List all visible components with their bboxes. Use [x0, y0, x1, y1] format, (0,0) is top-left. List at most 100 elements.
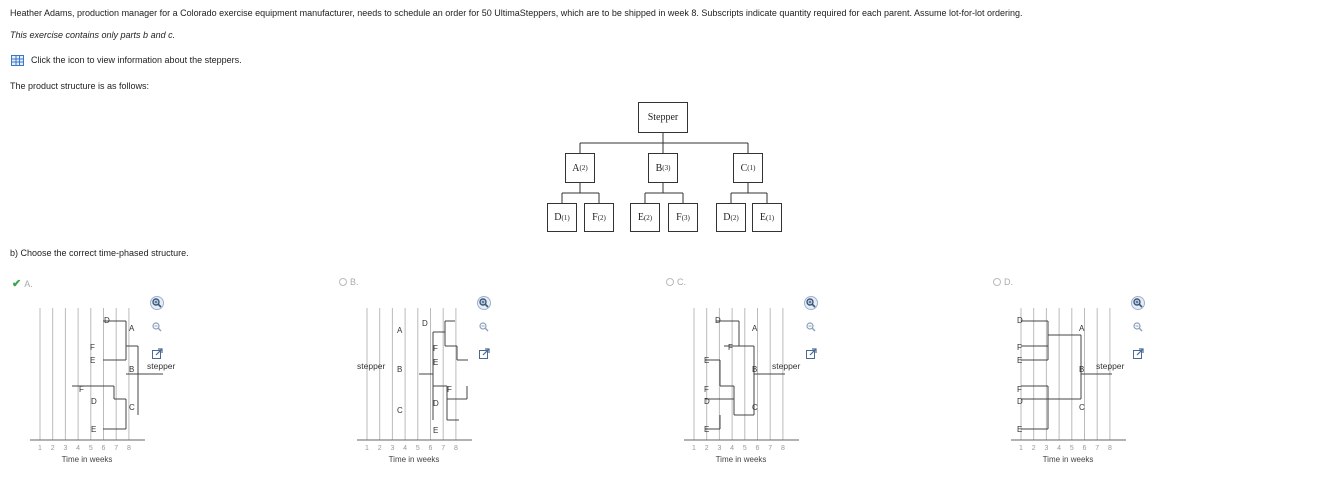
popout-icon[interactable] [1131, 346, 1145, 360]
component-label: D [104, 316, 110, 325]
component-label: E [90, 356, 95, 365]
week-tick-label: 5 [743, 445, 747, 452]
component-label: F [1017, 385, 1022, 394]
stepper-label: stepper [357, 361, 386, 371]
option-c-label: C. [677, 277, 686, 287]
component-label: F [1017, 343, 1022, 352]
week-tick-label: 7 [1095, 445, 1099, 452]
component-label: E [1017, 356, 1022, 365]
question-text: b) Choose the correct time-phased struct… [10, 248, 189, 258]
week-tick-label: 8 [454, 445, 458, 452]
table-icon[interactable] [11, 55, 24, 66]
popout-icon[interactable] [477, 346, 491, 360]
week-tick-label: 6 [1083, 445, 1087, 452]
option-c[interactable]: C. [666, 277, 686, 287]
week-tick-label: 8 [127, 445, 131, 452]
component-label: A [129, 324, 135, 333]
zoom-in-icon[interactable] [1131, 296, 1145, 310]
week-tick-label: 5 [416, 445, 420, 452]
component-label: D [91, 397, 97, 406]
zoom-out-icon[interactable] [804, 320, 818, 334]
component-label: E [704, 356, 709, 365]
tree-node-f-under-a: F(2) [584, 203, 614, 232]
component-label: E [433, 358, 438, 367]
tree-node-b: B(3) [648, 153, 678, 183]
component-label: F [447, 385, 452, 394]
week-tick-label: 1 [1019, 445, 1023, 452]
component-label: A [397, 326, 403, 335]
component-label: C [129, 403, 135, 412]
problem-text: Heather Adams, production manager for a … [10, 8, 1023, 18]
component-label: C [397, 406, 403, 415]
week-tick-label: 7 [114, 445, 118, 452]
week-tick-label: 3 [390, 445, 394, 452]
option-a-label: A. [24, 278, 33, 289]
x-axis-label: Time in weeks [389, 455, 440, 464]
stepper-label: stepper [147, 361, 176, 371]
component-label: F [90, 343, 95, 352]
tree-node-e-under-c: E(1) [752, 203, 782, 232]
week-tick-label: 7 [441, 445, 445, 452]
week-tick-label: 3 [1044, 445, 1048, 452]
component-label: B [129, 365, 134, 374]
radio-d[interactable] [993, 278, 1001, 286]
week-tick-label: 5 [1070, 445, 1074, 452]
structure-intro: The product structure is as follows: [10, 81, 150, 91]
week-tick-label: 2 [705, 445, 709, 452]
week-tick-label: 2 [1032, 445, 1036, 452]
week-tick-label: 6 [756, 445, 760, 452]
option-a[interactable]: ✔ A. [12, 277, 33, 290]
stepper-label: stepper [772, 361, 801, 371]
tree-node-f-under-b: F(3) [668, 203, 698, 232]
tree-node-d-under-a: D(1) [547, 203, 577, 232]
option-b[interactable]: B. [339, 277, 359, 287]
checkmark-icon: ✔ [12, 278, 22, 290]
week-tick-label: 6 [429, 445, 433, 452]
component-label: A [1079, 324, 1085, 333]
option-d[interactable]: D. [993, 277, 1013, 287]
week-tick-label: 8 [1108, 445, 1112, 452]
popout-icon[interactable] [804, 346, 818, 360]
popout-icon[interactable] [150, 346, 164, 360]
component-label: D [1017, 316, 1023, 325]
exercise-note: This exercise contains only parts b and … [10, 30, 176, 40]
zoom-out-icon[interactable] [1131, 320, 1145, 334]
week-tick-label: 5 [89, 445, 93, 452]
week-tick-label: 3 [717, 445, 721, 452]
zoom-in-icon[interactable] [477, 296, 491, 310]
radio-c[interactable] [666, 278, 674, 286]
icon-instruction: Click the icon to view information about… [31, 55, 242, 65]
week-tick-label: 4 [76, 445, 80, 452]
week-tick-label: 1 [692, 445, 696, 452]
week-tick-label: 4 [730, 445, 734, 452]
component-label: B [1079, 365, 1084, 374]
component-label: E [91, 425, 96, 434]
radio-b[interactable] [339, 278, 347, 286]
tree-node-e-under-b: E(2) [630, 203, 660, 232]
week-tick-label: 8 [781, 445, 785, 452]
component-label: D [704, 397, 710, 406]
x-axis-label: Time in weeks [62, 455, 113, 464]
component-label: D [715, 316, 721, 325]
component-label: D [1017, 397, 1023, 406]
component-label: E [704, 425, 709, 434]
tree-node-stepper: Stepper [638, 102, 688, 133]
component-label: F [79, 385, 84, 394]
x-axis-label: Time in weeks [1043, 455, 1094, 464]
week-tick-label: 4 [403, 445, 407, 452]
x-axis-label: Time in weeks [716, 455, 767, 464]
week-tick-label: 2 [51, 445, 55, 452]
week-tick-label: 3 [63, 445, 67, 452]
week-tick-label: 4 [1057, 445, 1061, 452]
zoom-out-icon[interactable] [477, 320, 491, 334]
component-label: C [752, 403, 758, 412]
component-label: A [752, 324, 758, 333]
tree-node-d-under-c: D(2) [716, 203, 746, 232]
zoom-out-icon[interactable] [150, 320, 164, 334]
zoom-in-icon[interactable] [150, 296, 164, 310]
zoom-in-icon[interactable] [804, 296, 818, 310]
